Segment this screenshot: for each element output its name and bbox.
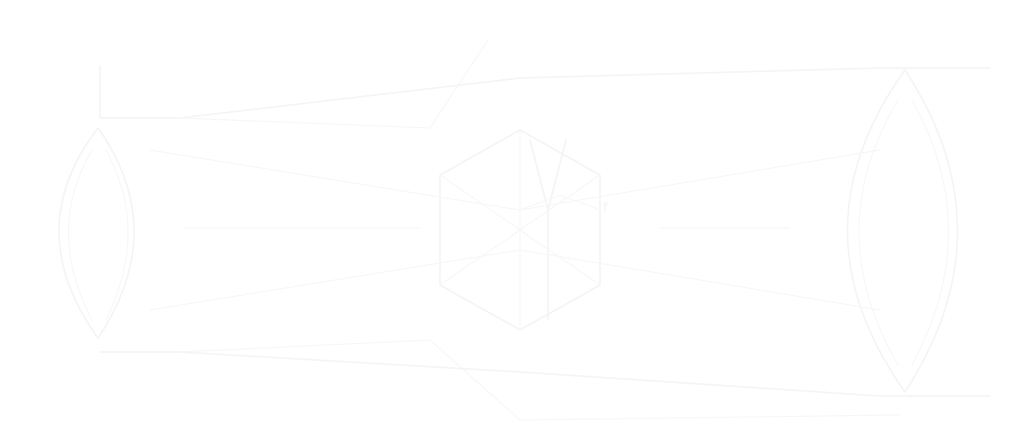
left-lens xyxy=(58,127,135,339)
housing-outline xyxy=(99,39,991,421)
prism xyxy=(439,129,601,331)
arrow-icon xyxy=(529,139,567,321)
right-lens xyxy=(846,69,959,393)
focal-label: f xyxy=(603,201,608,216)
light-rays xyxy=(149,149,881,311)
